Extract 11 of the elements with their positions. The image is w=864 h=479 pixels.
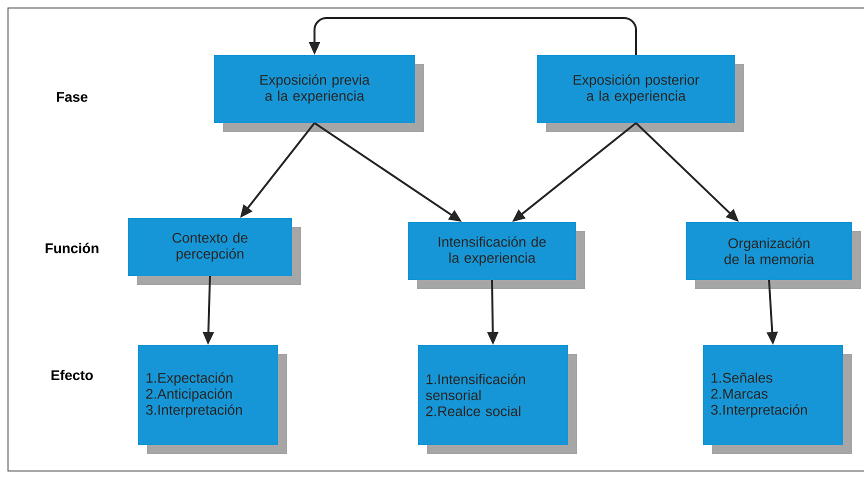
function-box: Contexto de percepción [128, 218, 301, 285]
effect-box: 1.Señales 2.Marcas 3.Interpretación [703, 345, 852, 454]
row-label: Fase [56, 92, 88, 102]
effect-box: 1.Intensificación sensorial 2.Realce social [418, 345, 577, 454]
effect-box: 1.Expectación 2.Anticipación 3.Interpretación [138, 345, 287, 454]
phase-box: Exposición posterior a la experiencia [537, 55, 744, 132]
row-label: Efecto [52, 370, 93, 380]
function-box: Organización de la memoria [686, 222, 861, 289]
function-box: Intensificación de la experiencia [408, 222, 585, 289]
phase-box: Exposición previa a la experiencia [214, 55, 424, 132]
row-label: Función [46, 242, 98, 254]
